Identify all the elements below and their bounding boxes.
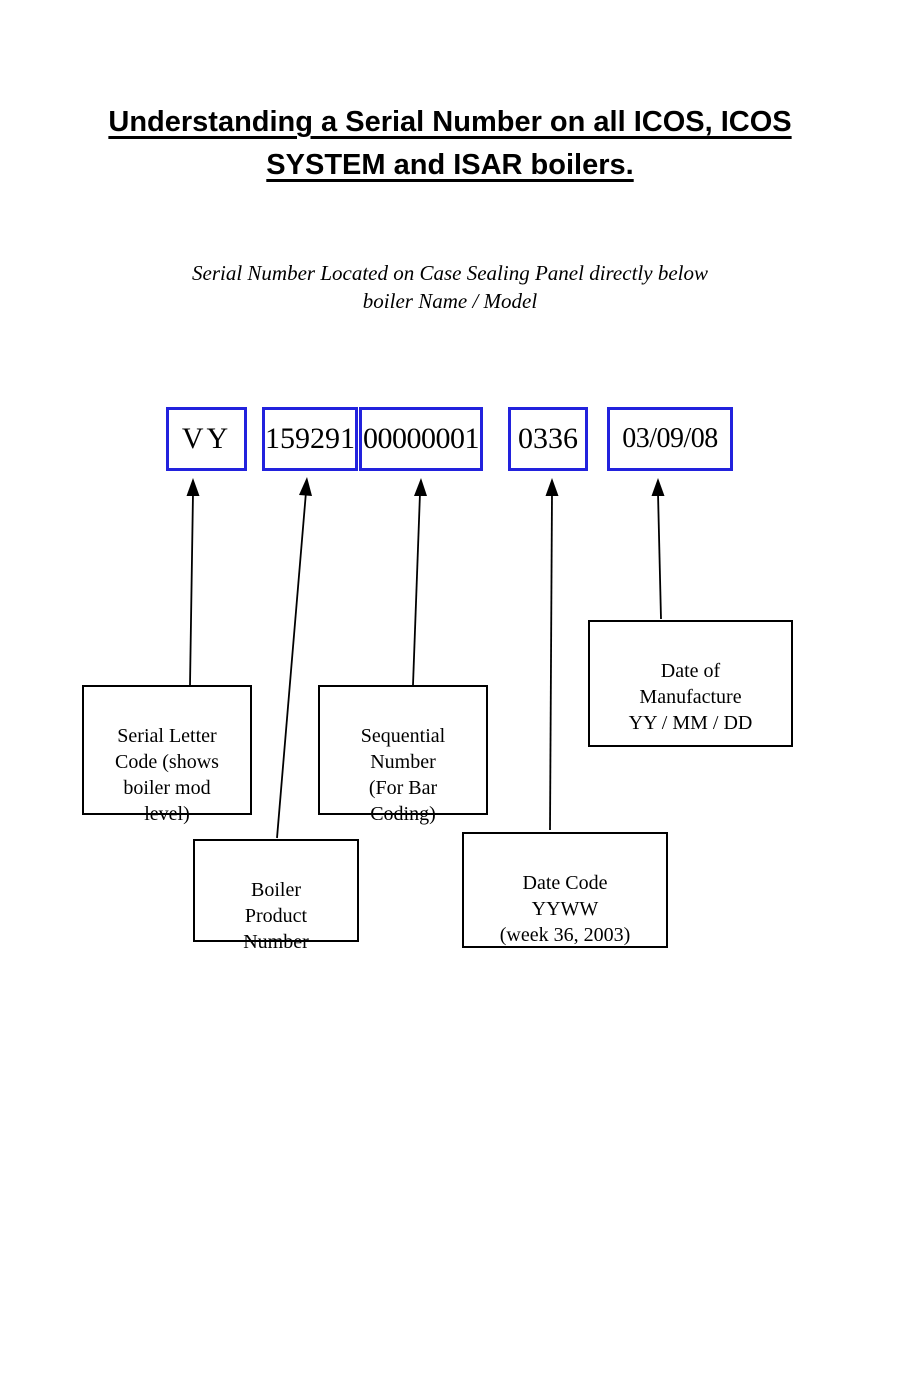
arrow-date-of-manufacture-icon bbox=[651, 478, 665, 620]
serial-segment-letter-code-value: VY bbox=[181, 422, 232, 455]
subtitle-line-2: boiler Name / Model bbox=[362, 289, 538, 313]
subtitle: Serial Number Located on Case Sealing Pa… bbox=[0, 259, 900, 315]
callout-date-code: Date Code YYWW (week 36, 2003) bbox=[462, 832, 668, 948]
callout-date-of-manufacture-text: Date of Manufacture YY / MM / DD bbox=[628, 660, 753, 734]
arrow-sequential-number-icon bbox=[412, 478, 427, 686]
callout-serial-letter-code-text: Serial Letter Code (shows boiler mod lev… bbox=[115, 725, 219, 825]
subtitle-line-1: Serial Number Located on Case Sealing Pa… bbox=[192, 261, 708, 285]
serial-segment-product-number: 159291 bbox=[262, 407, 358, 471]
callout-date-of-manufacture: Date of Manufacture YY / MM / DD bbox=[588, 620, 793, 747]
serial-segment-date-code: 0336 bbox=[508, 407, 588, 471]
callout-boiler-product-number-text: Boiler Product Number bbox=[243, 879, 309, 953]
serial-segment-sequential-number-value: 00000001 bbox=[363, 422, 480, 455]
callout-serial-letter-code: Serial Letter Code (shows boiler mod lev… bbox=[82, 685, 252, 825]
serial-segment-manufacture-date: 03/09/08 bbox=[607, 407, 733, 471]
page-title: Understanding a Serial Number on all ICO… bbox=[0, 101, 900, 187]
callout-sequential-number: Sequential Number (For Bar Coding) bbox=[318, 685, 488, 825]
page-title-line-1: Understanding a Serial Number on all ICO… bbox=[108, 106, 792, 138]
page-title-line-2: SYSTEM and ISAR boilers. bbox=[266, 149, 634, 181]
arrow-serial-letter-icon bbox=[186, 478, 200, 686]
serial-segment-letter-code: VY bbox=[166, 407, 247, 471]
arrow-boiler-product-icon bbox=[276, 477, 312, 839]
serial-segment-date-code-value: 0336 bbox=[518, 422, 578, 455]
callout-sequential-number-text: Sequential Number (For Bar Coding) bbox=[360, 725, 446, 825]
callout-date-code-text: Date Code YYWW (week 36, 2003) bbox=[499, 872, 631, 946]
arrow-date-code-icon bbox=[545, 478, 559, 831]
serial-segment-product-number-value: 159291 bbox=[265, 422, 355, 455]
serial-segment-sequential-number: 00000001 bbox=[359, 407, 483, 471]
serial-segment-manufacture-date-value: 03/09/08 bbox=[622, 423, 718, 454]
callout-boiler-product-number: Boiler Product Number bbox=[193, 839, 359, 953]
